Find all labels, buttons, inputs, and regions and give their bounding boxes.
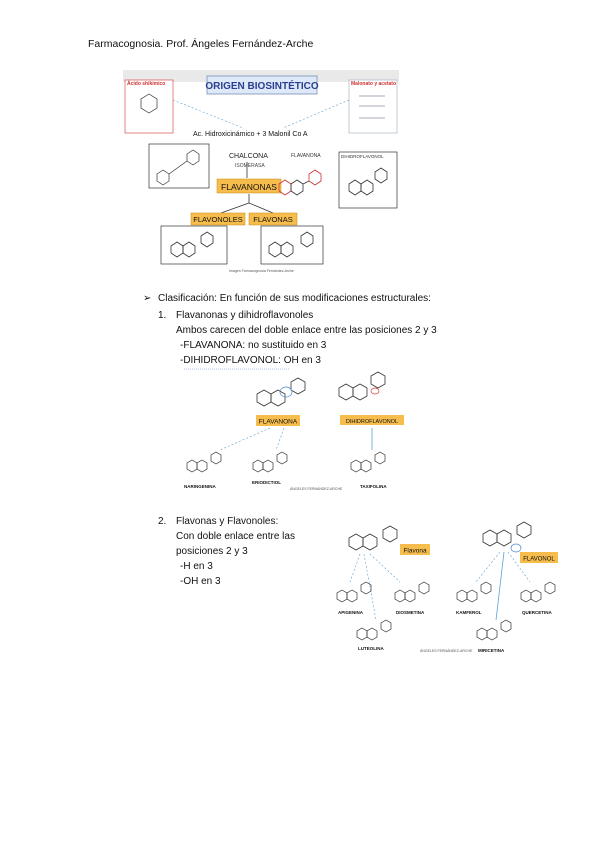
item1-line3: -DIHIDROFLAVONOL: OH en 3 [180,355,321,366]
miricetina-label: MIRICETINA [478,648,505,653]
flavanones-figure: FLAVANONA DIHIDROFLAVONOL NARINGENINA ER… [184,368,404,491]
dihidroflavonol-label: DIHIDROFLAVONOL [346,419,398,425]
diosmetina-label: DIOSMETINA [396,610,425,615]
naringenina-label: NARINGENINA [184,484,217,489]
item1-title: Flavanonas y dihidroflavonoles [176,310,314,321]
isomerasa-label: ISOMERASA [235,163,265,169]
dihidroflavonol-box [338,151,398,209]
origin-title-box [206,75,318,95]
flavona-label: Flavona [403,548,427,555]
item2-line1: Con doble enlace entre las [176,531,295,542]
dihidroflavonol-small-label: DIHIDROFLAVONOL [341,154,384,159]
shikimic-label: Ácido shikímico [127,80,165,87]
flavona-label-box [400,544,430,555]
flavanona-small-label: FLAVANONA [291,153,321,159]
biosynthesis-figure: ORIGEN BIOSINTÉTICO Ácido shikímico Malo… [123,70,399,276]
bullet-arrow-icon: ➢ [143,293,152,304]
figure1-caption: Imagen Farmacognosia Fernández-Arche [229,269,294,273]
figure2-credit: ÁNGELES FERNÁNDEZ-ARCHE [290,487,343,491]
item2-title: Flavonas y Flavonoles: [176,516,279,527]
item2-line3: -H en 3 [180,561,213,572]
figure3-credit: ÁNGELES FERNÁNDEZ-ARCHE [420,649,473,653]
luteolina-label: LUTEOLINA [358,646,384,651]
taxifolina-label: TAXIFOLINA [360,484,387,489]
malonate-box [348,79,398,134]
flavanona-label: FLAVANONA [259,419,298,426]
item1-number: 1. [158,310,167,321]
item2-number: 2. [158,516,167,527]
flavanona-label-box [256,415,300,426]
dihidroflavonol-label-box [340,415,404,425]
item1-line1: Ambos carecen del doble enlace entre las… [176,325,437,336]
flavonol-label-box [520,552,558,563]
item2-line4: -OH en 3 [180,576,221,587]
quercetina-label: QUERCETINA [522,610,553,615]
shikimic-box [124,79,174,134]
kaempferol-label: KAMFEROL [456,610,482,615]
flavonoles-label: FLAVONOLES [193,215,242,224]
precursor-text: Ac. Hidroxicinámico + 3 Malonil Co A [193,131,308,138]
item2-line2: posiciones 2 y 3 [176,546,248,557]
chalcona-label: CHALCONA [229,153,268,160]
flavonol-label: FLAVONOL [523,557,555,563]
flavonoles-box [190,212,246,226]
apigenina-label: APIGENINA [338,610,364,615]
flavanonas-label: FLAVANONAS [221,182,277,192]
flavones-figure: Flavona FLAVONOL APIGENINA DIOSMETINA LU… [336,521,558,653]
eriodictiol-label: ERIODICTIOL [252,480,281,485]
item1-line2: -FLAVANONA: no sustituido en 3 [180,340,327,351]
shikimic-ring [140,93,158,114]
origin-title: ORIGEN BIOSINTÉTICO [205,79,319,92]
flavonas-box [248,212,298,226]
malonate-label: Malonato y acetato [351,81,396,87]
page-header: Farmacognosia. Prof. Ángeles Fernández-A… [88,38,314,50]
classification-heading: Clasificación: En función de sus modific… [158,293,431,304]
flavanonas-box [216,178,282,194]
flavonas-label: FLAVONAS [253,215,292,224]
chalcone-box [148,143,210,189]
